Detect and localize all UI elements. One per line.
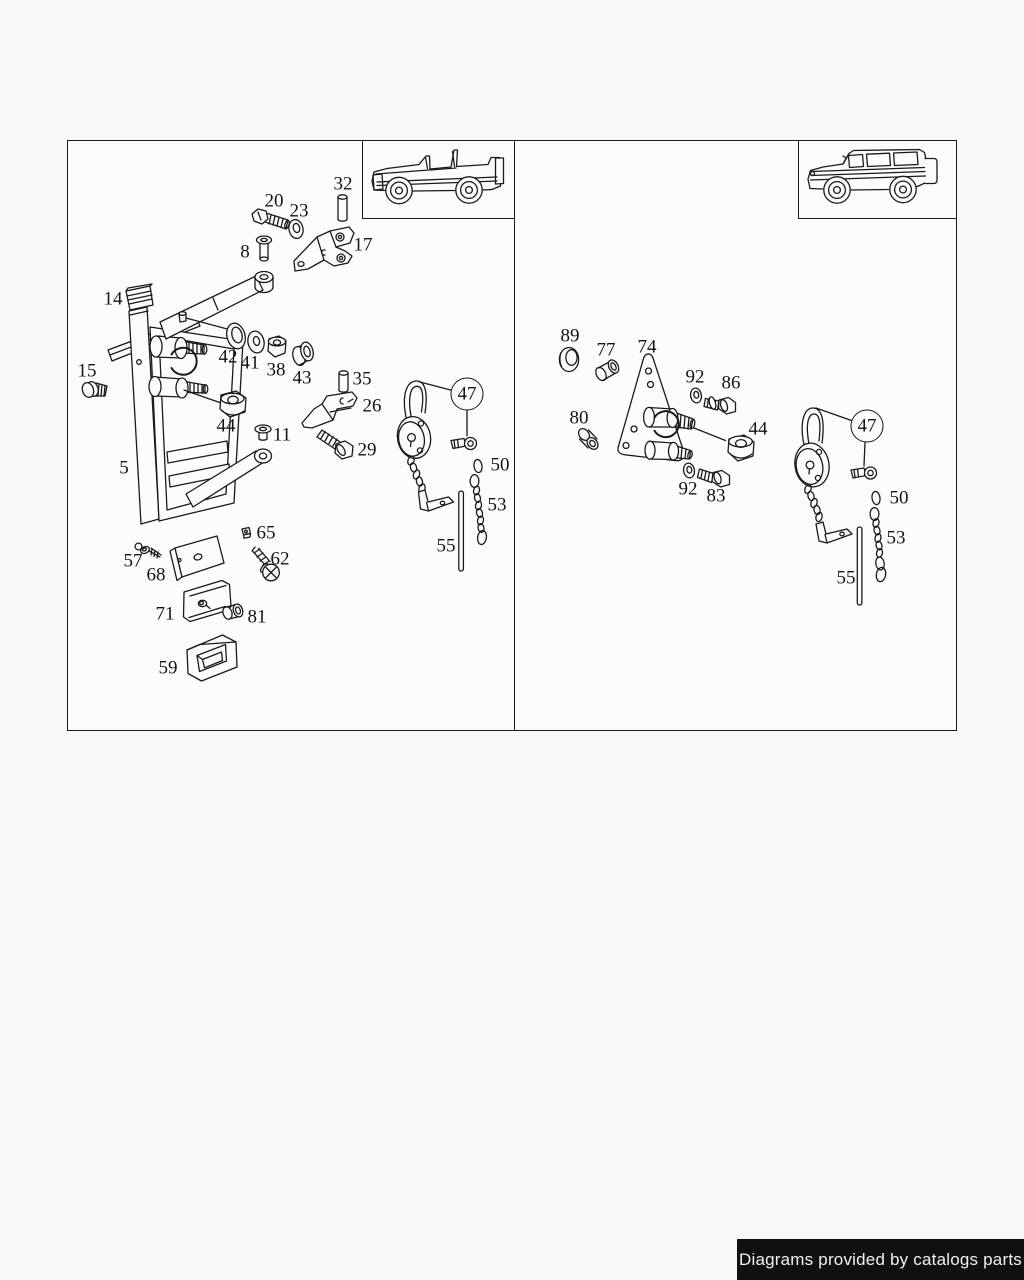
diagram-panel-left <box>67 140 515 731</box>
vehicle-thumbnail-box-left <box>362 140 515 219</box>
attribution-text: Diagrams provided by catalogs parts <box>739 1249 1022 1269</box>
vehicle-thumbnail-box-right <box>798 140 957 219</box>
diagram-panel-right <box>514 140 957 731</box>
attribution-footer: Diagrams provided by catalogs parts <box>737 1239 1024 1280</box>
